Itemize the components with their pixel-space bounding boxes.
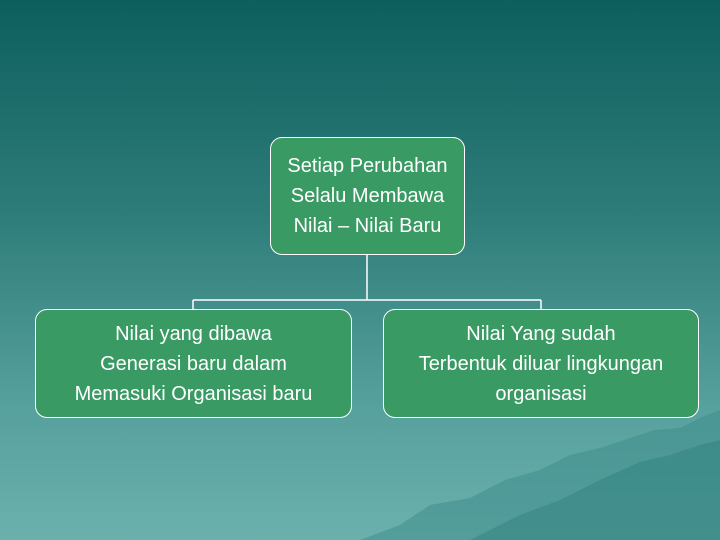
child-node-left: Nilai yang dibawa Generasi baru dalam Me…	[35, 309, 352, 418]
child-node-left-text: Nilai yang dibawa Generasi baru dalam Me…	[74, 322, 313, 405]
root-node: Setiap Perubahan Selalu Membawa Nilai – …	[270, 137, 465, 255]
child-node-right: Nilai Yang sudah Terbentuk diluar lingku…	[383, 309, 699, 418]
mountain-silhouette	[360, 410, 720, 540]
root-node-text: Setiap Perubahan Selalu Membawa Nilai – …	[287, 155, 448, 237]
child-node-right-text: Nilai Yang sudah Terbentuk diluar lingku…	[418, 322, 664, 405]
mountain-ridge	[470, 440, 720, 540]
